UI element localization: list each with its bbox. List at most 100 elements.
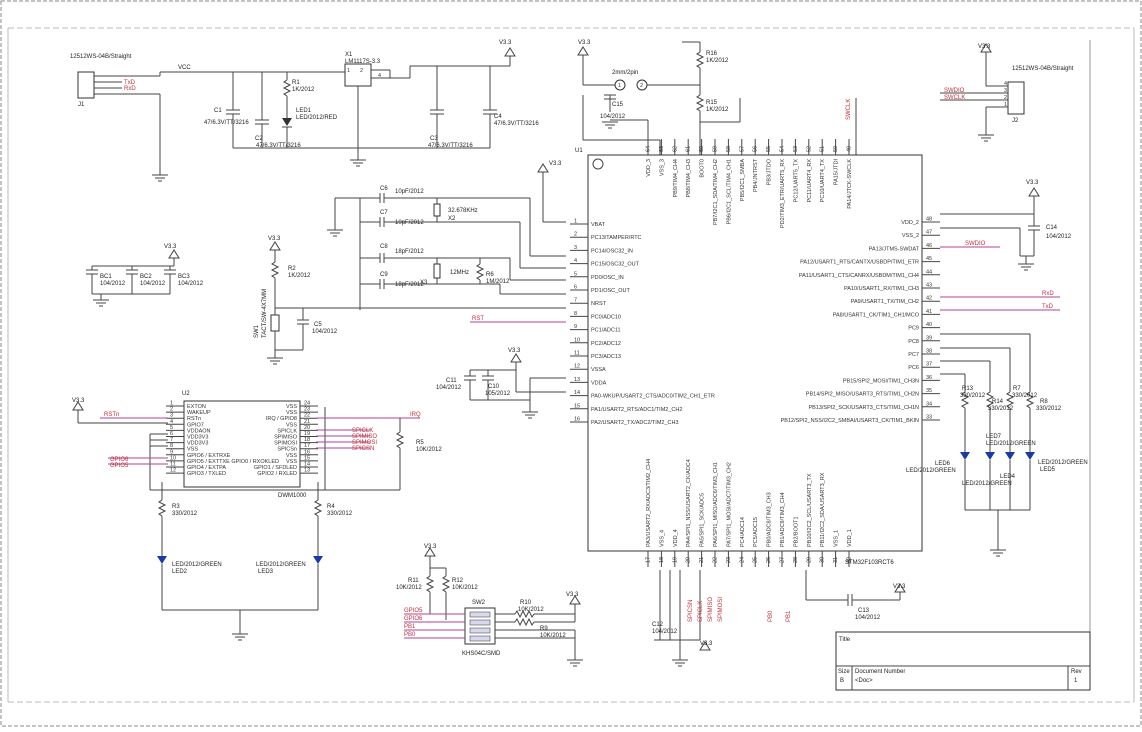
c11-ref: C11 [446,378,457,384]
r15-value: 1K/2012 [706,107,729,113]
r3-value: 330/2012 [172,511,198,517]
u1-pin-number: 40 [926,322,932,328]
u1-pin-name: PC0/ADC10 [591,314,621,320]
r5-ref: R5 [416,440,424,446]
j2-swclk-net: SWCLK [944,95,965,101]
u1-pin-number: 42 [926,296,932,302]
clock-reset-section: V3.3 C6 10pF/2012 C7 10pF/2012 32.678KHz… [254,161,566,365]
u2-pin-number: 13 [304,468,310,474]
r13-ref: R13 [962,386,974,392]
u1-value: STM32F103RCT6 [845,560,894,566]
u1-pin-name: PC12/UART5_TX [793,159,799,203]
u1-body [587,154,923,552]
u2-pin-number: 21 [304,419,310,425]
led6-value: LED/2012/GREEN [906,468,956,474]
u2-pin-number: 15 [304,455,310,461]
u1-pin-name: PA15/JTDI [834,159,840,186]
r13-value: 330/2012 [960,393,986,399]
u1-pin-name: PA12/USART1_RTS/CANTX/USBDP/TIM1_ETR [800,260,919,266]
docnum-value: <Doc> [855,678,873,684]
u1-pin-number: 1 [574,219,577,225]
u1-pin-name: PB10/I2C2_SCL/USART3_TX [807,473,813,547]
u1-pin-name: VSSA [591,367,606,373]
u2-pin-number: 6 [170,431,173,437]
led5-ref: LED5 [1040,467,1056,473]
u1-pin-number: 25 [753,557,759,563]
u2-pin-name: WAKEUP [187,410,211,416]
u1-pin-number: 53 [793,146,799,152]
u1-left-pins: 1VBAT2PC13/TAMPER/RTC3PC14/OSC32_IN4PC15… [570,219,715,426]
vdda-caps: V3.3 C11 104/2012 C10 105/2012 [436,348,566,419]
svg-text:V3.3: V3.3 [578,40,591,46]
u1-pin-name: VBAT [591,222,606,228]
docnum-label: Document Number [855,669,905,675]
u1-pin-number: 61 [686,146,692,152]
svg-text:V3.3: V3.3 [72,398,85,404]
r8-value: 330/2012 [1036,406,1062,412]
u1-pin-name: PC10/UART4_TX [820,159,826,203]
u1-right-nets: V3.3 C14 104/2012 SWDIO RxD TxD [906,180,1088,557]
u1-pin-name: PD1/OSC_OUT [591,288,630,294]
u2-pin-name: SPICLK [277,428,297,434]
rev-value: 1 [1074,678,1078,684]
u1-pin-number: 19 [672,557,678,563]
u1-pin-number: 11 [574,351,580,357]
c4-ref: C4 [494,114,502,120]
bc3-value: 104/2012 [178,281,204,287]
r9-value: 10K/2012 [540,633,566,639]
led2-ref: LED2 [172,569,188,575]
r6-ref: R6 [486,272,494,278]
led5-value: LED/2012/GREEN [1038,460,1088,466]
c5-value: 104/2012 [312,329,338,335]
u2-pin-number: 23 [304,407,310,413]
u1-pin-name: PC7 [908,352,919,358]
sw2-ref: SW2 [472,600,486,606]
u1-ref: U1 [575,148,583,154]
bc2-ref: BC2 [140,274,152,280]
u1-pin-name: PB1/ADC9/TIM3_CH4 [780,492,786,547]
bc2-value: 104/2012 [140,281,166,287]
u1-pin-number: 43 [926,283,932,289]
u2-pin-number: 9 [170,449,173,455]
u1-pin-number: 8 [574,311,577,317]
svg-text:V3.3: V3.3 [1026,180,1039,186]
x2-value: 32.678KHz [448,208,478,214]
svg-text:4: 4 [378,73,381,79]
sw2-net-4: PB0 [404,632,416,638]
u1-pin-name: PB7/I2C1_SDA/TIM4_CH2 [713,159,719,225]
u1-pin-number: 23 [726,557,732,563]
u1-pin-name: PB9/TIM4_CH4 [673,159,679,198]
net-txd-u1: TxD [1042,304,1054,310]
u1-pin-name: PB13/SPI2_SCK/USART3_CTS/TIM1_CH1N [808,405,919,411]
u1-pin-number: 51 [820,146,826,152]
u1-pin-name: PA0-WKUP/USART2_CTS/ADC0/TIM2_CH1_ETR [591,394,715,400]
r12-value: 10K/2012 [452,585,478,591]
u1-pin-name: VDD_1 [847,529,853,547]
u1-pin-name: VSS_2 [902,233,919,239]
u2-pin-number: 12 [170,468,176,474]
c14-ref: C14 [1046,225,1058,231]
u1-pin-number: 22 [713,557,719,563]
title-block: Title Size B Document Number <Doc> Rev 1 [835,631,1091,691]
c14-value: 104/2012 [1046,234,1072,240]
u2-pin-name: IRQ / GPIO8 [266,416,297,422]
u1-pin-number: 21 [699,557,705,563]
led1-ref: LED1 [296,108,312,114]
connector-j2: 12512WS-04B/Straight J2 V3.3 SWDIO SWCLK… [940,43,1074,142]
u2-net-gpio6: GPIO6 [110,457,129,463]
